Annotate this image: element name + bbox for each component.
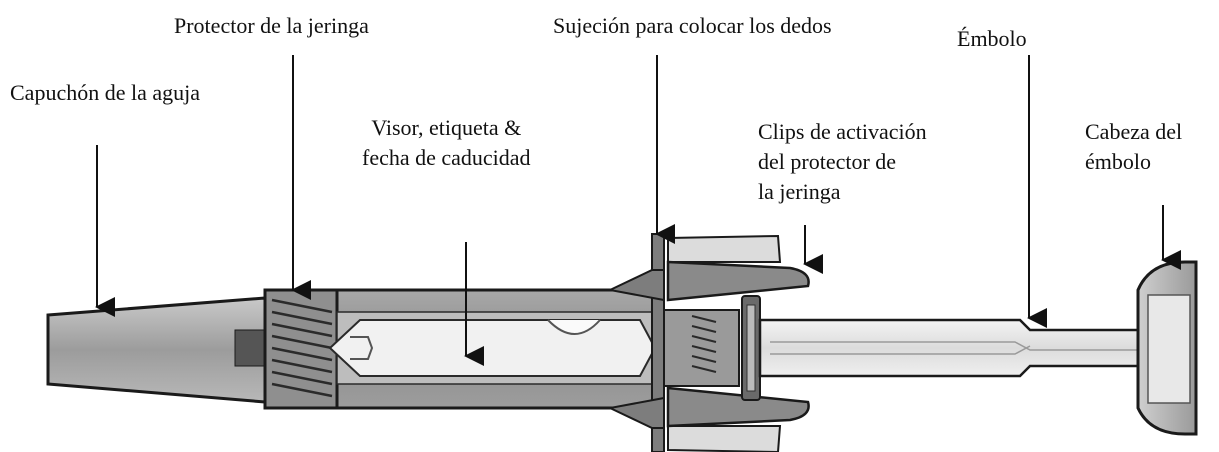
- label-guard-clips: Clips de activación del protector de la …: [758, 119, 927, 204]
- needle-cap-shape: [46, 296, 267, 404]
- plunger-head-shape: [1136, 260, 1198, 436]
- callout-arrows: [95, 55, 1181, 366]
- label-plunger-head: Cabeza del émbolo: [1085, 119, 1183, 174]
- label-syringe-guard: Protector de la jeringa: [174, 13, 369, 38]
- plunger-rod-shape: [758, 318, 1142, 378]
- plunger-stopper-shape: [663, 295, 761, 401]
- label-window: Visor, etiqueta & fecha de caducidad: [362, 115, 531, 170]
- window-barrel-shape: [328, 319, 657, 377]
- label-finger-grip: Sujeción para colocar los dedos: [553, 13, 832, 38]
- label-needle-cap: Capuchón de la aguja: [10, 80, 200, 105]
- label-plunger: Émbolo: [957, 26, 1027, 51]
- activation-clips-shape: [666, 234, 810, 452]
